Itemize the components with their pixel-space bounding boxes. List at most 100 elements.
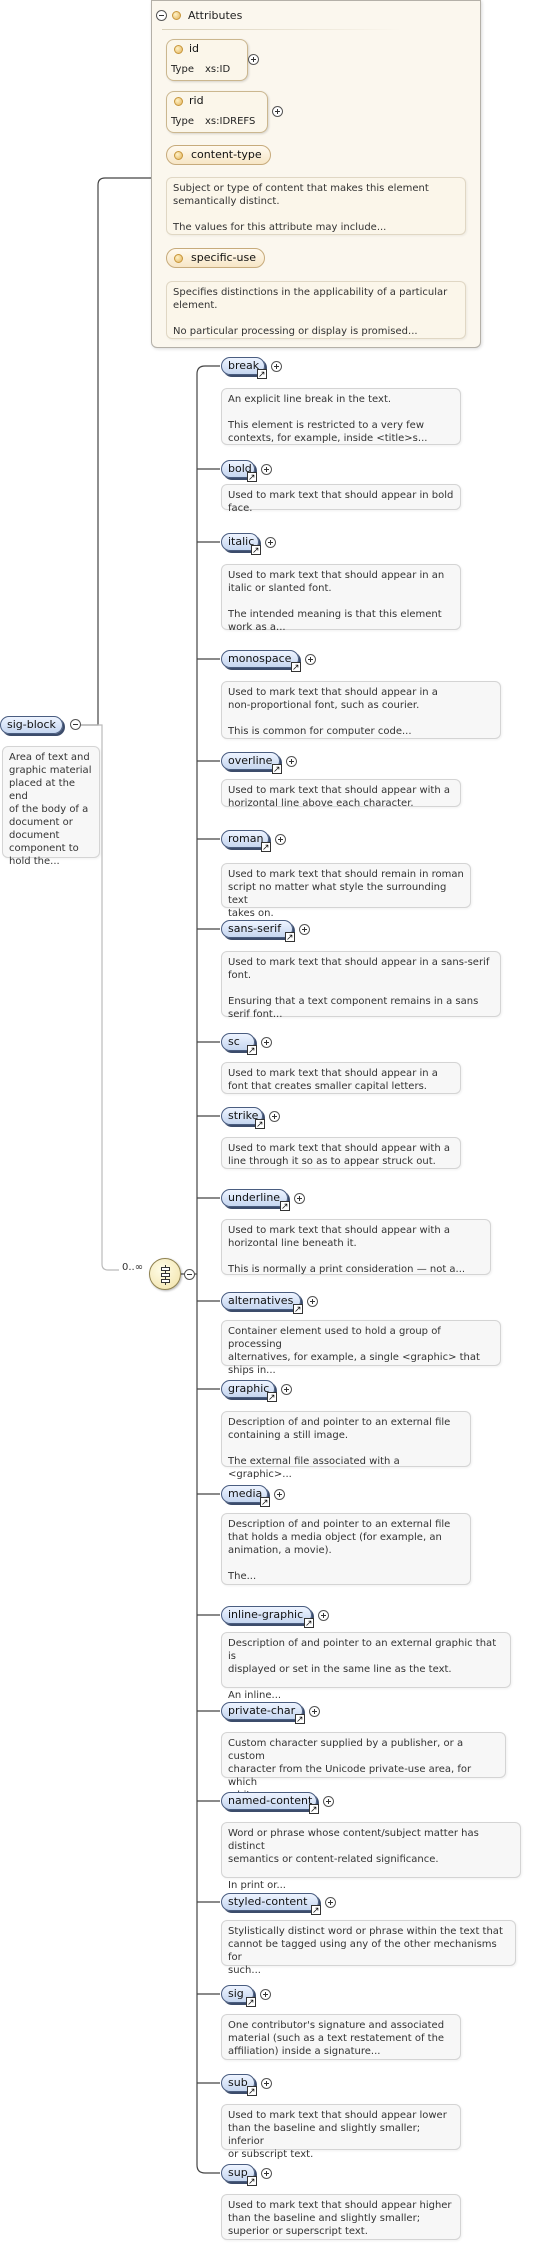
- child-element-doc: Used to mark text that should appear wit…: [221, 1219, 491, 1275]
- expand-sc-icon[interactable]: [261, 1037, 272, 1048]
- child-element-inline-graphic[interactable]: inline-graphic: [221, 1606, 314, 1632]
- child-element-doc: Used to mark text that should appear wit…: [221, 1137, 461, 1169]
- child-element-doc: Description of and pointer to an externa…: [221, 1513, 471, 1585]
- expand-italic-icon[interactable]: [265, 537, 276, 548]
- child-element-doc: Description of and pointer to an externa…: [221, 1411, 471, 1480]
- child-element-roman[interactable]: roman: [221, 830, 271, 856]
- attribute-id-label: id: [189, 42, 200, 55]
- child-element-sc[interactable]: sc: [221, 1033, 257, 1059]
- root-element[interactable]: sig-block: [0, 716, 63, 734]
- child-element-sup[interactable]: sup: [221, 2164, 257, 2190]
- child-element-break[interactable]: break: [221, 357, 267, 383]
- expand-inline-graphic-icon[interactable]: [318, 1610, 329, 1621]
- child-element-label: sig: [228, 1987, 244, 2000]
- expand-styled-content-icon[interactable]: [325, 1897, 336, 1908]
- child-element-bold[interactable]: bold: [221, 460, 257, 486]
- child-element-label: monospace: [228, 652, 292, 665]
- reference-arrow-icon: [261, 840, 271, 856]
- child-element-doc: Description of and pointer to an externa…: [221, 1632, 511, 1701]
- collapse-root-icon[interactable]: [70, 719, 81, 730]
- child-element-alternatives[interactable]: alternatives: [221, 1292, 303, 1318]
- expand-strike-icon[interactable]: [269, 1111, 280, 1122]
- child-element-sans-serif[interactable]: sans-serif: [221, 920, 295, 946]
- child-element-label: overline: [228, 754, 273, 767]
- attributes-header-label: Attributes: [188, 9, 243, 22]
- attribute-id[interactable]: id Type xs:ID: [166, 39, 248, 81]
- child-element-doc: Word or phrase whose content/subject mat…: [221, 1822, 521, 1891]
- child-element-doc: Used to mark text that should remain in …: [221, 863, 471, 919]
- child-element-label: media: [228, 1487, 263, 1500]
- expand-named-content-icon[interactable]: [323, 1796, 334, 1807]
- expand-bold-icon[interactable]: [261, 464, 272, 475]
- expand-sub-icon[interactable]: [261, 2078, 272, 2089]
- child-element-styled-content[interactable]: styled-content: [221, 1893, 321, 1919]
- expand-sans-serif-icon[interactable]: [299, 924, 310, 935]
- expand-sup-icon[interactable]: [261, 2168, 272, 2179]
- expand-monospace-icon[interactable]: [305, 654, 316, 665]
- child-element-label: bold: [228, 462, 252, 475]
- compositor-box: [161, 1267, 170, 1271]
- reference-arrow-icon: [280, 1199, 290, 1215]
- reference-arrow-icon: [293, 1302, 303, 1318]
- expand-id-icon[interactable]: [248, 54, 259, 65]
- attribute-icon: [174, 254, 183, 263]
- expand-roman-icon[interactable]: [275, 834, 286, 845]
- expand-sig-icon[interactable]: [260, 1989, 271, 2000]
- child-element-label: strike: [228, 1109, 259, 1122]
- cardinality-label: 0..∞: [122, 1262, 144, 1273]
- attribute-specific-use-label: specific-use: [191, 251, 257, 264]
- child-element-doc: Used to mark text that should appear low…: [221, 2104, 461, 2160]
- compositor-box: [161, 1279, 170, 1283]
- child-element-private-char[interactable]: private-char: [221, 1702, 305, 1728]
- expand-media-icon[interactable]: [274, 1489, 285, 1500]
- expand-underline-icon[interactable]: [294, 1193, 305, 1204]
- type-label: Type: [171, 116, 194, 127]
- child-element-sig[interactable]: sig: [221, 1985, 256, 2011]
- child-element-strike[interactable]: strike: [221, 1107, 265, 1133]
- attribute-content-type[interactable]: content-type: [166, 145, 271, 165]
- attribute-content-type-doc: Subject or type of content that makes th…: [166, 177, 466, 235]
- child-element-label: sc: [228, 1035, 240, 1048]
- child-element-label: sup: [228, 2166, 248, 2179]
- choice-compositor-icon[interactable]: [149, 1258, 181, 1290]
- child-element-named-content[interactable]: named-content: [221, 1792, 319, 1818]
- reference-arrow-icon: [291, 660, 301, 676]
- child-element-graphic[interactable]: graphic: [221, 1380, 277, 1406]
- reference-arrow-icon: [247, 2084, 257, 2100]
- expand-graphic-icon[interactable]: [281, 1384, 292, 1395]
- child-element-sub[interactable]: sub: [221, 2074, 257, 2100]
- expand-overline-icon[interactable]: [286, 756, 297, 767]
- child-element-doc: Stylistically distinct word or phrase wi…: [221, 1920, 516, 1976]
- expand-rid-icon[interactable]: [272, 106, 283, 117]
- reference-arrow-icon: [272, 762, 282, 778]
- collapse-choice-icon[interactable]: [184, 1269, 195, 1280]
- child-element-media[interactable]: media: [221, 1485, 270, 1511]
- divider: [162, 29, 402, 30]
- type-label: Type: [171, 64, 194, 75]
- attribute-id-type: Type xs:ID: [171, 64, 230, 75]
- attribute-specific-use-doc: Specifies distinctions in the applicabil…: [166, 281, 466, 339]
- attribute-rid-label: rid: [189, 94, 204, 107]
- child-element-label: named-content: [228, 1794, 313, 1807]
- child-element-italic[interactable]: italic: [221, 533, 261, 559]
- type-value: xs:ID: [205, 64, 231, 75]
- child-element-doc: Used to mark text that should appear in …: [221, 564, 461, 633]
- expand-private-char-icon[interactable]: [309, 1706, 320, 1717]
- child-element-overline[interactable]: overline: [221, 752, 282, 778]
- child-element-label: roman: [228, 832, 264, 845]
- expand-alternatives-icon[interactable]: [307, 1296, 318, 1307]
- reference-arrow-icon: [295, 1712, 305, 1728]
- reference-arrow-icon: [267, 1390, 277, 1406]
- expand-break-icon[interactable]: [271, 361, 282, 372]
- child-element-label: inline-graphic: [228, 1608, 304, 1621]
- attribute-specific-use[interactable]: specific-use: [166, 248, 266, 268]
- reference-arrow-icon: [246, 1995, 256, 2011]
- child-element-monospace[interactable]: monospace: [221, 650, 301, 676]
- reference-arrow-icon: [255, 1117, 265, 1133]
- child-element-underline[interactable]: underline: [221, 1189, 290, 1215]
- collapse-attributes-icon[interactable]: [156, 10, 167, 21]
- reference-arrow-icon: [285, 930, 295, 946]
- root-element-label: sig-block: [7, 718, 56, 731]
